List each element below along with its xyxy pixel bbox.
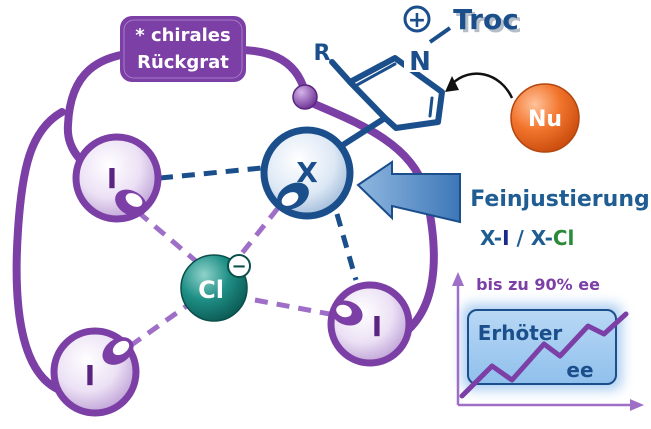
troc-shadow: Troc xyxy=(456,6,522,39)
n-troc-bond xyxy=(428,26,452,44)
tuning-options: X-I / X-Cl xyxy=(480,226,574,250)
backbone-junction-dot xyxy=(292,84,318,110)
iodine-atom-top-left: I xyxy=(72,133,162,223)
chloride-anion: Cl − xyxy=(180,254,251,322)
iodine-atom-bottom-left: I xyxy=(50,327,140,417)
positive-charge-icon: + xyxy=(403,5,431,33)
halogen-bond-dashes xyxy=(128,165,359,349)
inset-line1: Erhöter xyxy=(478,321,563,345)
chloride-charge: − xyxy=(231,256,246,277)
tuning-arrow-icon xyxy=(356,160,461,224)
nucleophile-label: Nu xyxy=(528,107,562,132)
x-atom: X xyxy=(260,126,354,220)
chloride-label: Cl xyxy=(198,276,224,304)
ee-inset-plot: bis zu 90% ee Erhöter ee xyxy=(452,272,644,411)
inset-x-arrow-icon xyxy=(630,399,644,411)
iodine-atom-right: I xyxy=(327,281,413,367)
svg-text:I: I xyxy=(372,310,382,343)
troc-label: Troc xyxy=(453,3,519,36)
inset-trend-line xyxy=(459,311,629,399)
nucleophile-sphere xyxy=(510,83,580,153)
backbone-label-line1: * chirales xyxy=(135,25,230,46)
tuning-title: Feinjustierung xyxy=(470,187,649,212)
substituent-label: R xyxy=(314,41,331,66)
inset-line2: ee xyxy=(566,358,593,382)
attack-arrow xyxy=(451,72,514,99)
svg-text:+: + xyxy=(408,8,426,33)
backbone-label-box: * chirales Rückgrat xyxy=(120,16,246,82)
x-atom-label: X xyxy=(296,156,318,189)
svg-text:I: I xyxy=(107,162,117,195)
backbone-label-line2: Rückgrat xyxy=(137,52,229,73)
svg-text:I: I xyxy=(85,359,95,392)
attack-arrow-head-icon xyxy=(445,76,459,92)
inset-y-arrow-icon xyxy=(452,272,464,286)
inset-headline: bis zu 90% ee xyxy=(476,275,600,294)
nitrogen-label: N xyxy=(409,47,431,77)
